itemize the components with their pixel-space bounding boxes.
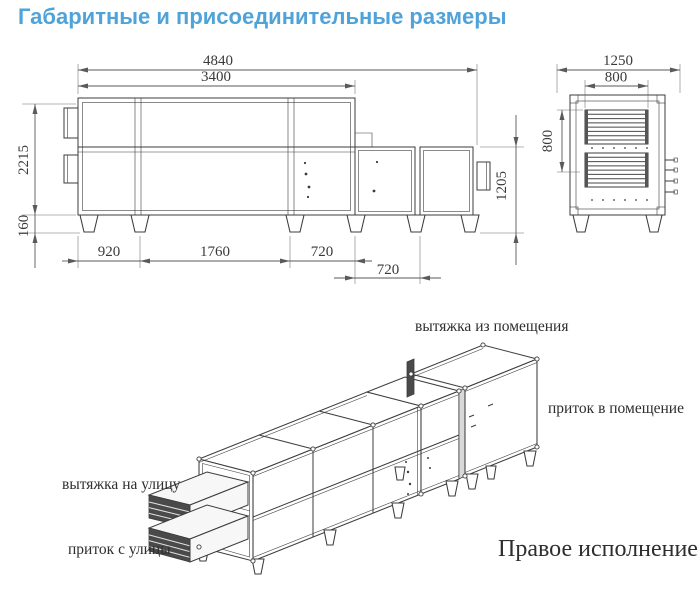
side-view-dimensions: 1250 800 800	[540, 53, 681, 173]
dim-port-offset: 800	[540, 130, 556, 153]
dim-span-c: 720	[311, 244, 334, 260]
dim-tail-height: 1205	[494, 171, 510, 201]
page-title: Габаритные и присоединительные размеры	[18, 4, 507, 29]
label-supply-from-street: приток с улицы	[68, 541, 171, 558]
label-exhaust-from-room: вытяжка из помещения	[415, 318, 568, 335]
dim-span-b: 1760	[200, 244, 230, 260]
label-supply-to-room: приток в помещение	[548, 400, 684, 417]
port-supply-from-street	[147, 504, 250, 563]
front-view-drawing	[63, 97, 491, 233]
dim-leg-height: 160	[16, 215, 32, 238]
dim-span-a: 920	[98, 244, 121, 260]
isometric-labels: вытяжка из помещения приток в помещение …	[62, 318, 698, 562]
label-variant: Правое исполнение	[498, 536, 698, 562]
isometric-view-drawing	[147, 342, 540, 575]
dim-span-d: 720	[377, 262, 400, 278]
side-fittings	[665, 157, 678, 195]
dim-overall-length: 4840	[203, 53, 233, 69]
dim-port-width: 800	[605, 70, 628, 86]
label-exhaust-to-street: вытяжка на улицу	[62, 476, 181, 493]
dim-body-length: 3400	[201, 69, 231, 85]
front-view-dimensions: 4840 3400 2215 160 920 1760 720 720	[16, 53, 524, 284]
side-view-drawing	[569, 94, 678, 233]
dim-height: 2215	[16, 145, 32, 175]
dim-depth: 1250	[603, 53, 633, 69]
